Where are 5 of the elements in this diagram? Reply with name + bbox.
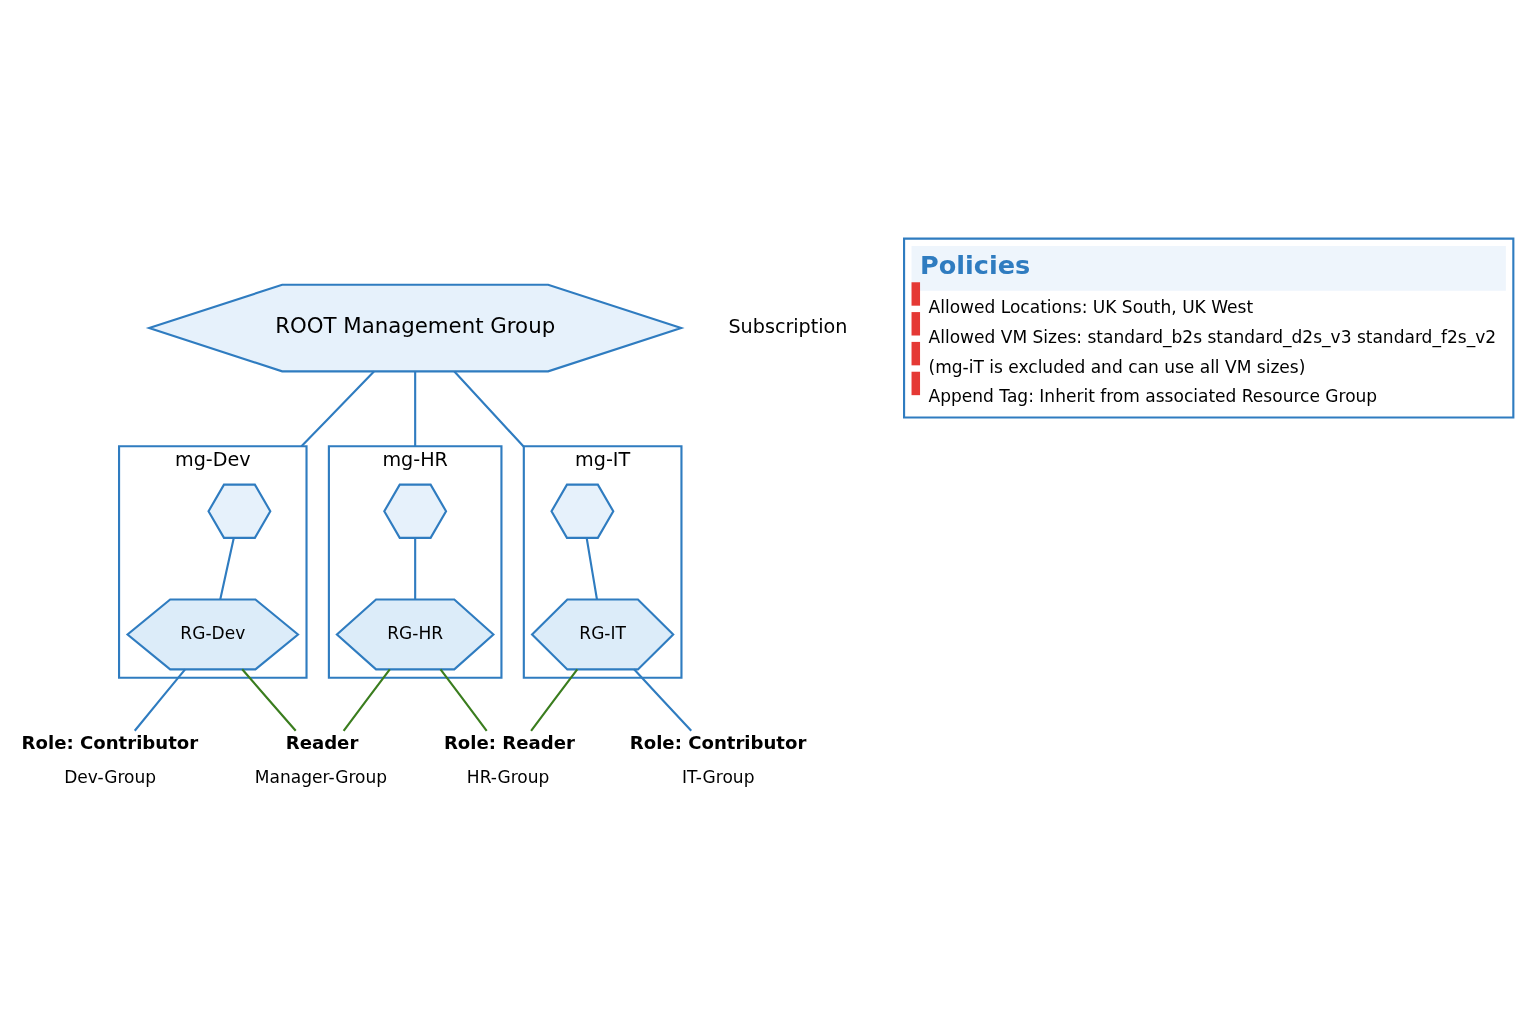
node-text: Subscription (728, 314, 848, 338)
node-text: Role: Contributor Dev-Group (21, 731, 199, 787)
node-text: Reader Manager-Group (254, 731, 388, 787)
node-text: Role: Reader HR-Group (443, 731, 575, 787)
node-text: Role: Contributor IT-Group (629, 731, 807, 787)
